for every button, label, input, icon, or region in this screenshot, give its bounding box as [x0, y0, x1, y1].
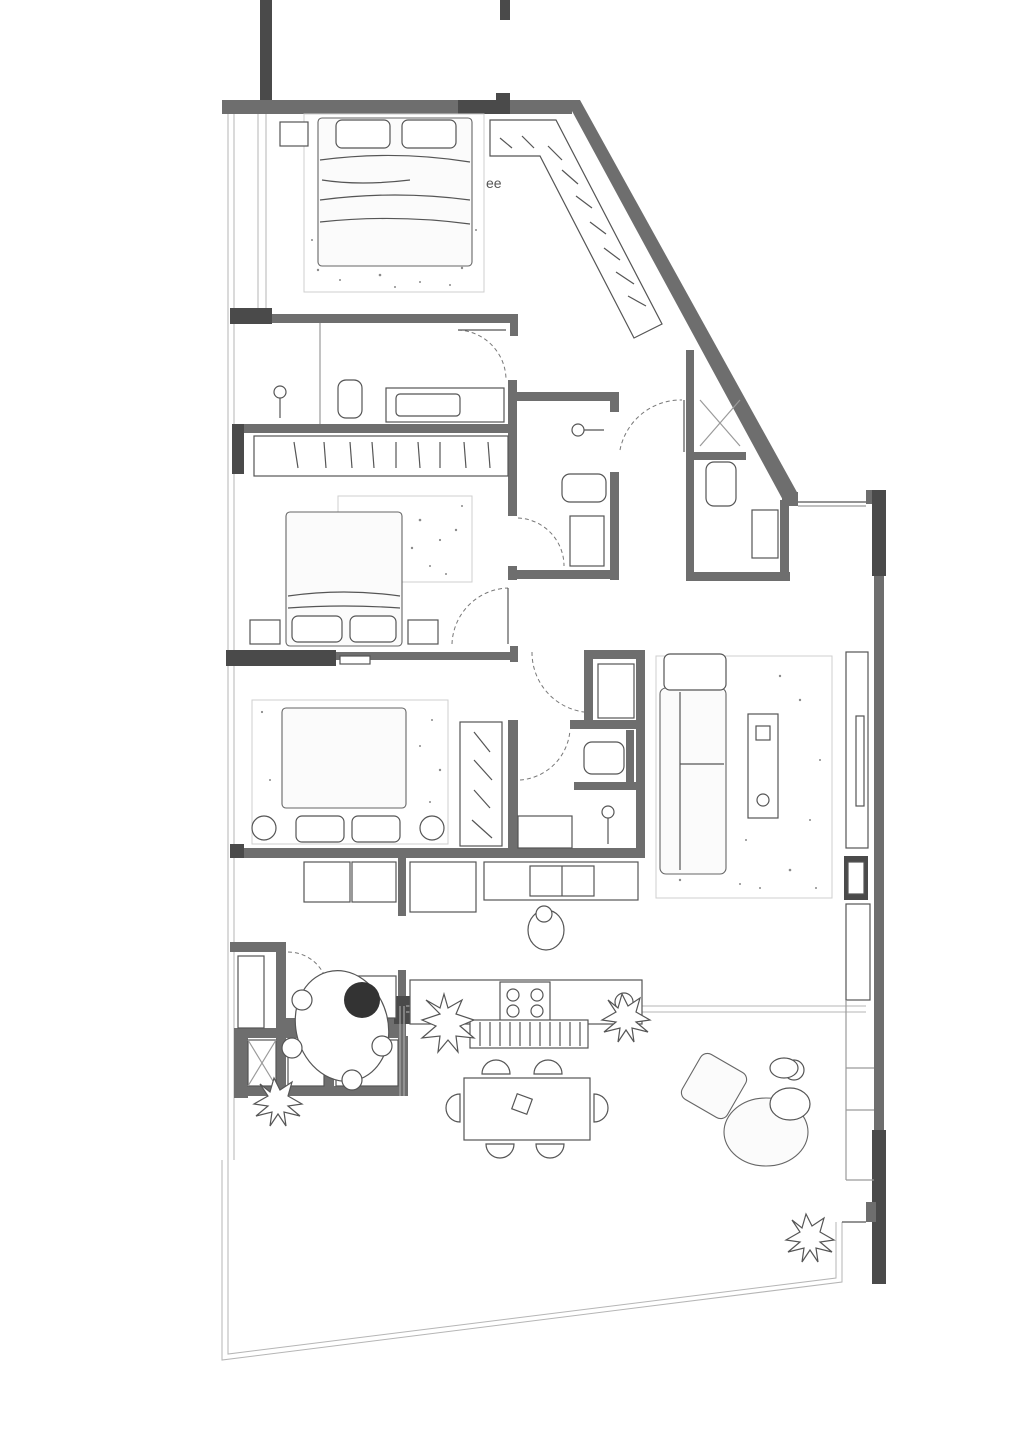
sink: [517, 815, 573, 849]
plant-icon: [252, 1076, 304, 1127]
refrigerator: [409, 861, 477, 913]
storage-cabinet: [845, 903, 871, 1001]
cooktop: [499, 981, 551, 1023]
pillow: [401, 119, 457, 149]
sofa: [659, 687, 727, 875]
bed-3: [281, 707, 407, 809]
bedroom-1: ee: [279, 113, 663, 339]
tv: [855, 715, 865, 807]
bedroom-2: [249, 435, 509, 647]
wardrobe-diagonal: [489, 119, 663, 339]
entry-door: [798, 501, 866, 507]
person-icon: [769, 1057, 805, 1081]
cabinet: [351, 861, 397, 903]
exterior-walls: [222, 0, 886, 1284]
terrace: [252, 970, 836, 1263]
armchair-cushion: [663, 653, 727, 691]
shelf-unit: [339, 655, 371, 665]
planter: [344, 982, 380, 1018]
shower-head: [571, 423, 585, 437]
lounge-chair: [680, 1052, 811, 1167]
toilet: [583, 741, 625, 775]
bathroom-2: [517, 399, 685, 567]
shower-head: [601, 805, 615, 819]
pillow: [335, 119, 391, 149]
living-room: [655, 651, 874, 1181]
plant-icon: [784, 1212, 836, 1263]
nightstand: [407, 619, 439, 645]
toilet: [337, 379, 363, 419]
bathroom-4: [517, 663, 635, 849]
toilet: [705, 461, 737, 507]
plant-icon: [420, 991, 476, 1054]
interior-walls: [230, 314, 790, 1098]
toilet: [561, 473, 607, 503]
kitchen: [303, 861, 643, 1025]
utility-cabinet: [237, 955, 265, 1029]
side-table: [419, 815, 445, 841]
wardrobe: [253, 435, 509, 477]
nightstand: [249, 619, 281, 645]
book: [510, 1092, 534, 1116]
side-table: [251, 815, 277, 841]
cabinet: [597, 663, 635, 719]
bed-1: [317, 117, 473, 267]
pillow: [349, 615, 397, 643]
wardrobe: [459, 721, 503, 847]
bedroom-3: [251, 651, 585, 847]
dining: [445, 1052, 811, 1167]
sink: [569, 515, 605, 567]
person-icon: [527, 905, 565, 951]
pillow: [291, 615, 343, 643]
slippers-icon: ee: [486, 175, 502, 191]
shower-head: [273, 385, 287, 399]
pillow: [351, 815, 401, 843]
outdoor-chairs: [281, 989, 393, 1091]
pillow: [295, 815, 345, 843]
plant-icon: [600, 992, 652, 1043]
nightstand: [279, 121, 309, 147]
cabinet: [303, 861, 351, 903]
sink: [751, 509, 779, 559]
dining-chairs: [445, 1059, 609, 1159]
bed-2: [285, 511, 403, 647]
bathroom-1: [273, 323, 507, 424]
bathroom-3: [699, 399, 779, 559]
